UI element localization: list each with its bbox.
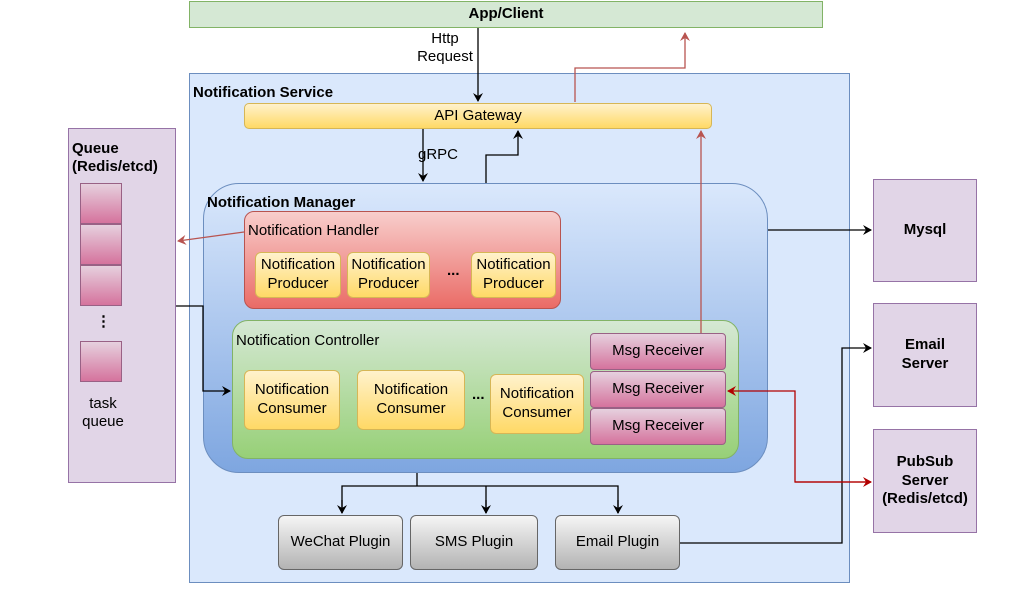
producer-line2: Producer: [358, 275, 419, 292]
msg-receiver: Msg Receiver: [590, 371, 726, 408]
sms-plugin: SMS Plugin: [410, 515, 538, 570]
http-request-label: Http Request: [414, 30, 476, 66]
email-server-line2: Server: [901, 355, 949, 372]
queue-title-line2: (Redis/etcd): [72, 158, 158, 175]
consumer-line2: Consumer: [376, 400, 446, 417]
task-queue-line1: task: [89, 395, 117, 412]
consumer-line2: Consumer: [257, 400, 327, 417]
notification-consumer: Notification Consumer: [244, 370, 340, 430]
msg-receiver-label: Msg Receiver: [612, 380, 704, 398]
notification-producer: Notification Producer: [255, 252, 341, 298]
producer-line1: Notification: [351, 256, 426, 274]
queue-slot: [80, 224, 122, 265]
email-server-box: Email Server: [873, 303, 977, 407]
pubsub-server-line3: (Redis/etcd): [882, 490, 968, 508]
msg-receiver-label: Msg Receiver: [612, 417, 704, 435]
consumer-line2: Consumer: [502, 404, 572, 421]
pubsub-server-line1: PubSub: [896, 452, 954, 470]
pubsub-server-line2: Server: [901, 471, 949, 489]
notification-consumer: Notification Consumer: [490, 374, 584, 434]
wechat-plugin-label: WeChat Plugin: [290, 533, 391, 551]
http-request-line1: Http: [431, 30, 459, 47]
email-plugin: Email Plugin: [555, 515, 680, 570]
pubsub-server-box: PubSub Server (Redis/etcd): [873, 429, 977, 533]
notification-handler-title: Notification Handler: [248, 222, 379, 239]
notification-controller-title: Notification Controller: [236, 332, 380, 349]
msg-receiver-label: Msg Receiver: [612, 342, 704, 360]
consumer-ellipsis: ...: [472, 386, 485, 403]
notification-consumer: Notification Consumer: [357, 370, 465, 430]
notification-manager-title: Notification Manager: [207, 194, 356, 211]
consumer-line1: Notification: [254, 381, 330, 399]
wechat-plugin: WeChat Plugin: [278, 515, 403, 570]
msg-receiver: Msg Receiver: [590, 333, 726, 370]
sms-plugin-label: SMS Plugin: [434, 533, 514, 551]
api-gateway-label: API Gateway: [434, 106, 522, 124]
consumer-line1: Notification: [499, 385, 575, 403]
task-queue-label: task queue: [78, 395, 128, 431]
queue-vertical-ellipsis: ⋮: [96, 313, 111, 330]
consumer-line1: Notification: [373, 381, 449, 399]
producer-ellipsis: ...: [447, 262, 460, 279]
mysql-label: Mysql: [903, 221, 947, 239]
http-request-line2: Request: [417, 48, 473, 65]
msg-receiver: Msg Receiver: [590, 408, 726, 445]
queue-slot: [80, 183, 122, 224]
producer-line2: Producer: [483, 275, 544, 292]
app-client-box: App/Client: [189, 1, 823, 28]
notification-producer: Notification Producer: [471, 252, 556, 298]
producer-line2: Producer: [267, 275, 329, 292]
grpc-label: gRPC: [418, 146, 459, 164]
queue-slot: [80, 341, 122, 382]
task-queue-line2: queue: [82, 413, 124, 430]
producer-line1: Notification: [260, 256, 336, 274]
mysql-box: Mysql: [873, 179, 977, 282]
queue-title: Queue (Redis/etcd): [72, 140, 158, 176]
email-server-line1: Email: [904, 336, 946, 354]
notification-service-title: Notification Service: [193, 84, 334, 101]
queue-slot: [80, 265, 122, 306]
app-client-label: App/Client: [468, 5, 544, 23]
queue-title-line1: Queue: [72, 140, 119, 157]
producer-line1: Notification: [476, 256, 551, 274]
notification-producer: Notification Producer: [347, 252, 430, 298]
api-gateway-box: API Gateway: [244, 103, 712, 129]
email-plugin-label: Email Plugin: [575, 533, 660, 551]
